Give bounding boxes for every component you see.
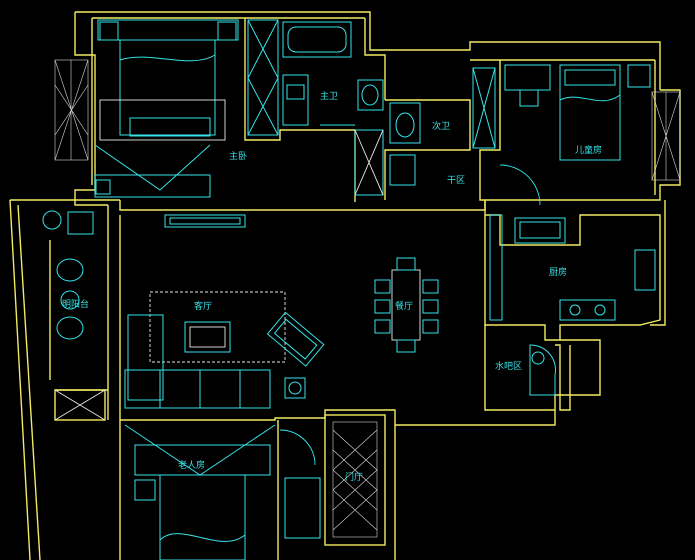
coffee-table (184, 321, 231, 353)
wall-terrace-north (10, 199, 108, 206)
wall-kitchen-east (650, 200, 666, 326)
label-sun-terrace-main: 阳台 (71, 300, 90, 310)
label-sun-terrace-prefix: 明 (62, 300, 72, 310)
armchair-left (127, 314, 164, 401)
kitchen-stove (559, 299, 616, 321)
label-sun-terrace: 明阳台 (62, 300, 89, 310)
master-rug (99, 99, 226, 141)
label-master-bedroom: 主卧 (229, 152, 248, 162)
dry-area-cabinet (472, 67, 496, 149)
label-childrens-room: 儿童房 (575, 146, 603, 156)
label-entrance: 门厅 (345, 473, 364, 483)
terrace-table (60, 290, 80, 310)
kids-chair (519, 89, 539, 107)
nightstand-left (99, 21, 119, 41)
wall-corridor (119, 200, 486, 211)
master-tv-cabinet (94, 174, 211, 198)
master-bath-fixtures (282, 21, 384, 126)
water-bar-fixtures (529, 344, 556, 396)
side-table (284, 377, 306, 399)
dining-furniture (374, 257, 439, 353)
windows (54, 59, 681, 421)
terrace-chair-1 (56, 258, 84, 282)
label-master-bath: 主卫 (320, 92, 339, 102)
label-dry-area: 干区 (447, 176, 466, 186)
shoe-cabinet (284, 477, 321, 539)
kids-nightstand (627, 64, 651, 88)
elder-room-furniture (124, 424, 276, 560)
master-vanity (282, 74, 309, 126)
wall-kitchen (484, 200, 661, 341)
master-bed-foot (129, 117, 211, 137)
master-toilet (357, 79, 384, 111)
wall-terrace-curve-inner (17, 204, 41, 560)
water-bar-counter (529, 344, 556, 396)
living-rug (149, 291, 286, 363)
kitchen-fixtures (489, 214, 656, 321)
elder-bed (159, 474, 246, 560)
entrance (279, 414, 386, 546)
second-bath-fixtures (354, 67, 496, 196)
wall-water-bar-col (555, 344, 571, 411)
label-elder-room: 老人房 (178, 461, 206, 471)
nightstand-right (217, 21, 237, 41)
master-wardrobe (247, 19, 279, 136)
kids-bed (559, 64, 621, 161)
label-water-bar: 水吧区 (495, 362, 523, 372)
terrace-furniture (42, 210, 94, 340)
wall-terrace-curve (9, 199, 31, 560)
wall-second-bath (384, 99, 471, 200)
kids-desk (504, 64, 551, 91)
wall-living-south (120, 409, 556, 426)
master-headboard (97, 19, 239, 41)
master-bed (119, 39, 216, 136)
label-kitchen: 厨房 (549, 268, 568, 278)
wall-bath-north (364, 18, 386, 100)
walls (9, 11, 681, 560)
second-bath-basin (389, 154, 416, 186)
label-living-room: 客厅 (194, 302, 213, 312)
terrace-chair-2 (56, 316, 84, 340)
wall-kids-room (470, 59, 681, 201)
bathtub (282, 21, 352, 58)
lounge-chair (266, 311, 325, 367)
kitchen-counter-west (489, 214, 503, 321)
kids-room-furniture (499, 64, 651, 206)
window-master-west (54, 59, 89, 161)
label-dining-room: 餐厅 (395, 302, 414, 312)
master-bedroom-furniture (94, 19, 279, 198)
second-toilet (389, 102, 421, 144)
second-bath-shower (354, 129, 384, 196)
kitchen-sink (634, 249, 656, 291)
washing-machine (42, 210, 62, 230)
label-second-bath: 次卫 (432, 122, 451, 132)
entrance-floor-panel (324, 414, 386, 546)
main-sofa (124, 369, 271, 409)
window-terrace-south (54, 389, 106, 421)
living-tv-cabinet (164, 214, 246, 228)
kitchen-fridge (514, 217, 566, 244)
wall-master-north (75, 11, 661, 90)
living-room-furniture (124, 214, 325, 409)
